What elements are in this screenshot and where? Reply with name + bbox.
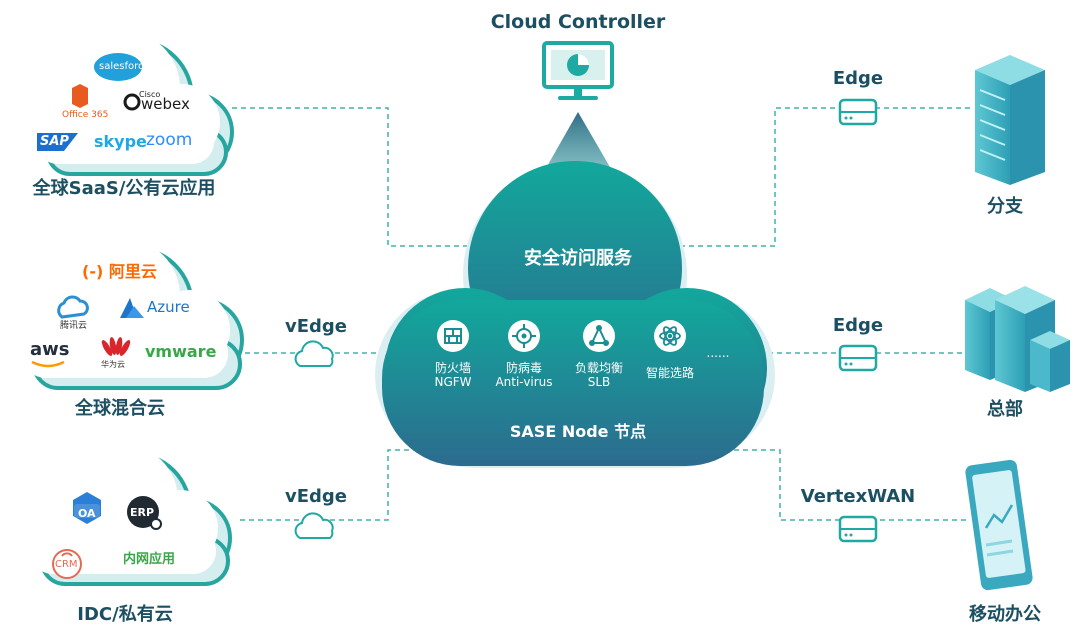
hybrid-label: 全球混合云	[75, 398, 165, 419]
cloud-controller-icon	[542, 41, 614, 100]
vmware-logo: vmware	[145, 342, 217, 361]
firewall-icon	[437, 320, 469, 352]
aws-smile-icon	[31, 360, 65, 368]
feature-antivirus: 防病毒 Anti-virus	[495, 361, 552, 389]
azure-icon	[120, 298, 144, 318]
vedge-cloud-icon-hybrid	[294, 340, 334, 367]
salesforce-logo: salesforce	[99, 61, 150, 72]
sap-logo: SAP	[40, 134, 69, 149]
feature-smart-routing: 智能选路	[646, 366, 694, 380]
oa-app-icon	[73, 492, 101, 524]
branch-building-icon	[975, 55, 1045, 185]
edge-device-icon-branch	[838, 98, 878, 126]
crm-app-icon	[52, 549, 82, 579]
feature-firewall-code: NGFW	[434, 375, 472, 389]
zoom-logo: zoom	[146, 130, 193, 150]
hq-building-icon	[965, 286, 1070, 392]
tencent-cloud-icon	[57, 295, 89, 319]
office365-icon	[72, 84, 88, 108]
load-balance-icon	[583, 320, 615, 352]
service-title: 安全访问服务	[524, 248, 632, 269]
saas-label: 全球SaaS/公有云应用	[32, 178, 216, 199]
line-saas	[232, 107, 468, 247]
huawei-cloud-icon	[101, 337, 131, 356]
crm-logo-text: CRM	[55, 559, 78, 570]
idc-cloud-shape	[28, 444, 232, 586]
feature-load-balance-code: SLB	[587, 375, 611, 389]
webex-logo: webex	[141, 95, 190, 113]
skype-icon	[92, 132, 138, 152]
hybrid-cloud-shape	[16, 238, 244, 390]
edge-label-branch: Edge	[832, 68, 884, 89]
edge-device-icon-hq	[838, 344, 878, 372]
vedge-label-idc: vEdge	[284, 486, 348, 507]
branch-label: 分支	[987, 196, 1023, 217]
line-idc	[240, 449, 455, 521]
webex-icon	[123, 93, 141, 111]
vertexwan-label: VertexWAN	[800, 486, 916, 507]
edge-device-icon-mobile	[838, 515, 878, 543]
tencent-logo: 腾讯云	[60, 321, 88, 331]
erp-logo-text: ERP	[130, 506, 155, 519]
hq-label: 总部	[987, 399, 1023, 420]
feature-antivirus-name: 防病毒	[505, 361, 542, 375]
idc-label: IDC/私有云	[77, 604, 173, 625]
feature-firewall-name: 防火墙	[434, 361, 472, 375]
saas-cloud-shape	[32, 30, 234, 176]
intranet-app-label: 内网应用	[123, 552, 176, 567]
feature-load-balance-name: 负载均衡	[574, 361, 624, 375]
feature-antivirus-code: Anti-virus	[495, 375, 553, 389]
vedge-label-hybrid: vEdge	[284, 316, 348, 337]
sap-logo-icon	[37, 133, 78, 151]
vedge-cloud-icon-idc	[294, 512, 334, 539]
mobile-phone-icon	[965, 459, 1033, 591]
sase-node-label: SASE Node 节点	[509, 422, 647, 441]
feature-firewall: 防火墙 NGFW	[434, 361, 471, 389]
feature-more: ......	[706, 346, 730, 360]
line-mobile	[698, 449, 970, 521]
oa-logo-text: OA	[78, 507, 96, 520]
huawei-logo: 华为云	[101, 360, 125, 369]
skype-logo: skype	[94, 132, 147, 151]
line-branch	[680, 107, 970, 247]
mobile-label: 移动办公	[969, 604, 1041, 625]
smart-routing-icon	[654, 320, 686, 352]
salesforce-cloud-icon	[94, 53, 142, 81]
antivirus-icon	[508, 320, 540, 352]
aws-logo: aws	[30, 339, 70, 360]
feature-load-balance: 负载均衡 SLB	[575, 361, 623, 389]
erp-app-icon	[127, 496, 162, 530]
office365-logo: Office 365	[62, 110, 109, 120]
feature-smart-routing-name: 智能选路	[645, 366, 695, 380]
cloud-controller-label: Cloud Controller	[490, 11, 666, 33]
edge-label-hq: Edge	[832, 315, 884, 336]
azure-logo: Azure	[147, 298, 190, 316]
cisco-logo: Cisco	[139, 90, 161, 99]
aliyun-logo: (-) 阿里云	[82, 262, 157, 281]
